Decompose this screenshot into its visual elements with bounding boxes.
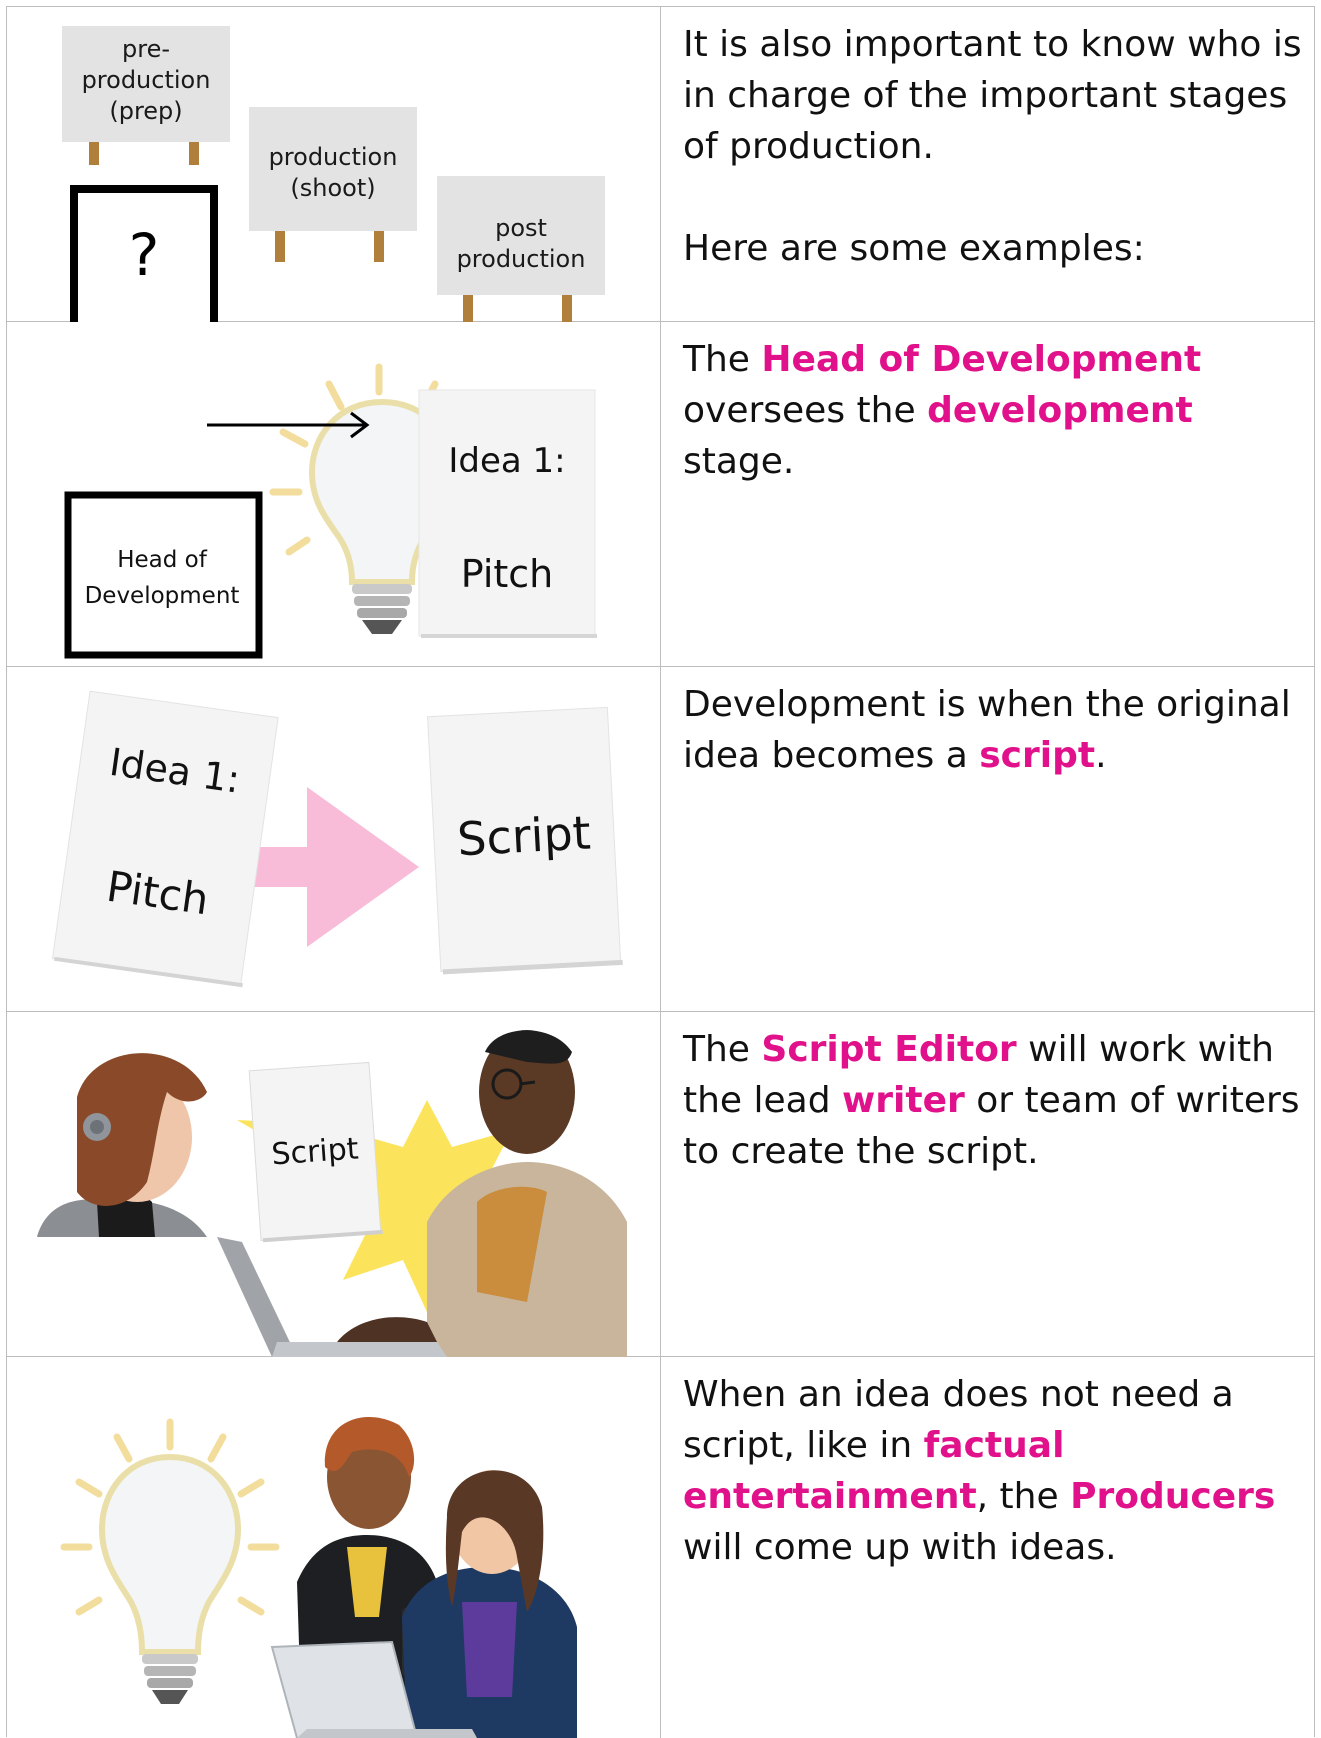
box-text: Development (85, 583, 240, 609)
paragraph: The Script Editor will work with the lea… (683, 1024, 1303, 1177)
man-photo (427, 1030, 627, 1357)
paragraph: When an idea does not need a script, lik… (683, 1369, 1303, 1573)
text-run: The (683, 339, 762, 380)
woman-photo (37, 1053, 207, 1237)
laptop-icon (270, 1640, 477, 1738)
highlight-term: Head of Development (761, 339, 1202, 380)
text-examples: Here are some examples: (683, 228, 1145, 269)
stages-illustration: pre- production (prep) production (shoot… (7, 7, 661, 322)
paragraph: Development is when the original idea be… (683, 679, 1303, 781)
sign-production: production (shoot) (249, 107, 417, 262)
highlight-term: development (927, 390, 1193, 431)
head-of-development-graphic: Idea 1: Pitch Head of Development (64, 363, 597, 659)
text-run: When an idea does not need a script, lik… (683, 1374, 1234, 1466)
text-run: oversees the (683, 390, 928, 431)
laptop-icon (217, 1237, 447, 1357)
lightbulb-icon (308, 398, 456, 634)
card-text: Script (456, 805, 592, 866)
sign-text: production (457, 245, 586, 273)
script-card: Script (427, 706, 623, 975)
text-run: The (683, 1029, 762, 1070)
sign-post-production: post production (437, 176, 605, 322)
text-run: , the (976, 1476, 1071, 1517)
woman-photo (402, 1470, 577, 1738)
box-text: Head of (117, 547, 208, 573)
pink-arrow-icon (247, 787, 419, 947)
producers-graphic (60, 1417, 577, 1738)
sign-text: production (82, 66, 211, 94)
table-row: When an idea does not need a script, lik… (7, 1357, 1314, 1738)
script-editor-graphic: Script (37, 1030, 627, 1357)
text-cell: When an idea does not need a script, lik… (663, 1357, 1314, 1738)
text-intro: It is also important to know who is in c… (683, 24, 1302, 167)
card-text: Script (270, 1131, 359, 1172)
script-editor-illustration: Script (7, 1012, 661, 1357)
text-cell: It is also important to know who is in c… (663, 7, 1314, 321)
producers-illustration (7, 1357, 661, 1738)
text-run: . (1095, 735, 1107, 776)
script-card: Script (248, 1061, 383, 1243)
question-box (70, 185, 218, 322)
text-run: will work with the lead (683, 1029, 1274, 1121)
paragraph: It is also important to know who is in c… (683, 19, 1303, 274)
sign-text: (shoot) (290, 174, 375, 202)
sign-text: production (269, 143, 398, 171)
production-stages-signs: pre- production (prep) production (shoot… (62, 26, 605, 322)
table-row: Idea 1: Pitch Script Development is when… (7, 667, 1314, 1012)
script-illustration: Idea 1: Pitch Script (7, 667, 661, 1011)
text-run: or team of writers to create the script. (683, 1080, 1300, 1172)
sign-text: pre- (122, 35, 170, 63)
content-table: pre- production (prep) production (shoot… (6, 6, 1315, 1738)
lightbulb-icon (98, 1453, 242, 1704)
paragraph: The Head of Development oversees the dev… (683, 334, 1303, 487)
text-cell: The Script Editor will work with the lea… (663, 1012, 1314, 1356)
text-run: Development is when the original idea be… (683, 684, 1291, 776)
text-cell: The Head of Development oversees the dev… (663, 322, 1314, 666)
head-of-development-box (64, 491, 263, 659)
idea-to-script-graphic: Idea 1: Pitch Script (51, 690, 623, 988)
card-text: Pitch (461, 552, 554, 596)
text-cell: Development is when the original idea be… (663, 667, 1314, 1011)
table-row: Idea 1: Pitch Head of Development The He… (7, 322, 1314, 667)
highlight-term: factual entertainment (683, 1425, 1065, 1517)
highlight-term: Script Editor (761, 1029, 1017, 1070)
highlight-term: writer (842, 1080, 965, 1121)
table-row: Script The Scri (7, 1012, 1314, 1357)
question-mark: ? (129, 221, 160, 289)
card-text: Idea 1: (448, 441, 565, 481)
sign-text: (prep) (109, 97, 182, 125)
highlight-term: script (979, 735, 1096, 776)
sign-text: post (495, 214, 547, 242)
idea-card: Idea 1: Pitch (418, 389, 597, 638)
sign-pre-production: pre- production (prep) (62, 26, 230, 165)
text-run: stage. (683, 441, 795, 482)
table-row: pre- production (prep) production (shoot… (7, 7, 1314, 322)
text-run: will come up with ideas. (683, 1527, 1117, 1568)
highlight-term: Producers (1070, 1476, 1276, 1517)
idea-card: Idea 1: Pitch (51, 690, 279, 988)
light-rays (60, 1418, 280, 1616)
development-illustration: Idea 1: Pitch Head of Development (7, 322, 661, 666)
